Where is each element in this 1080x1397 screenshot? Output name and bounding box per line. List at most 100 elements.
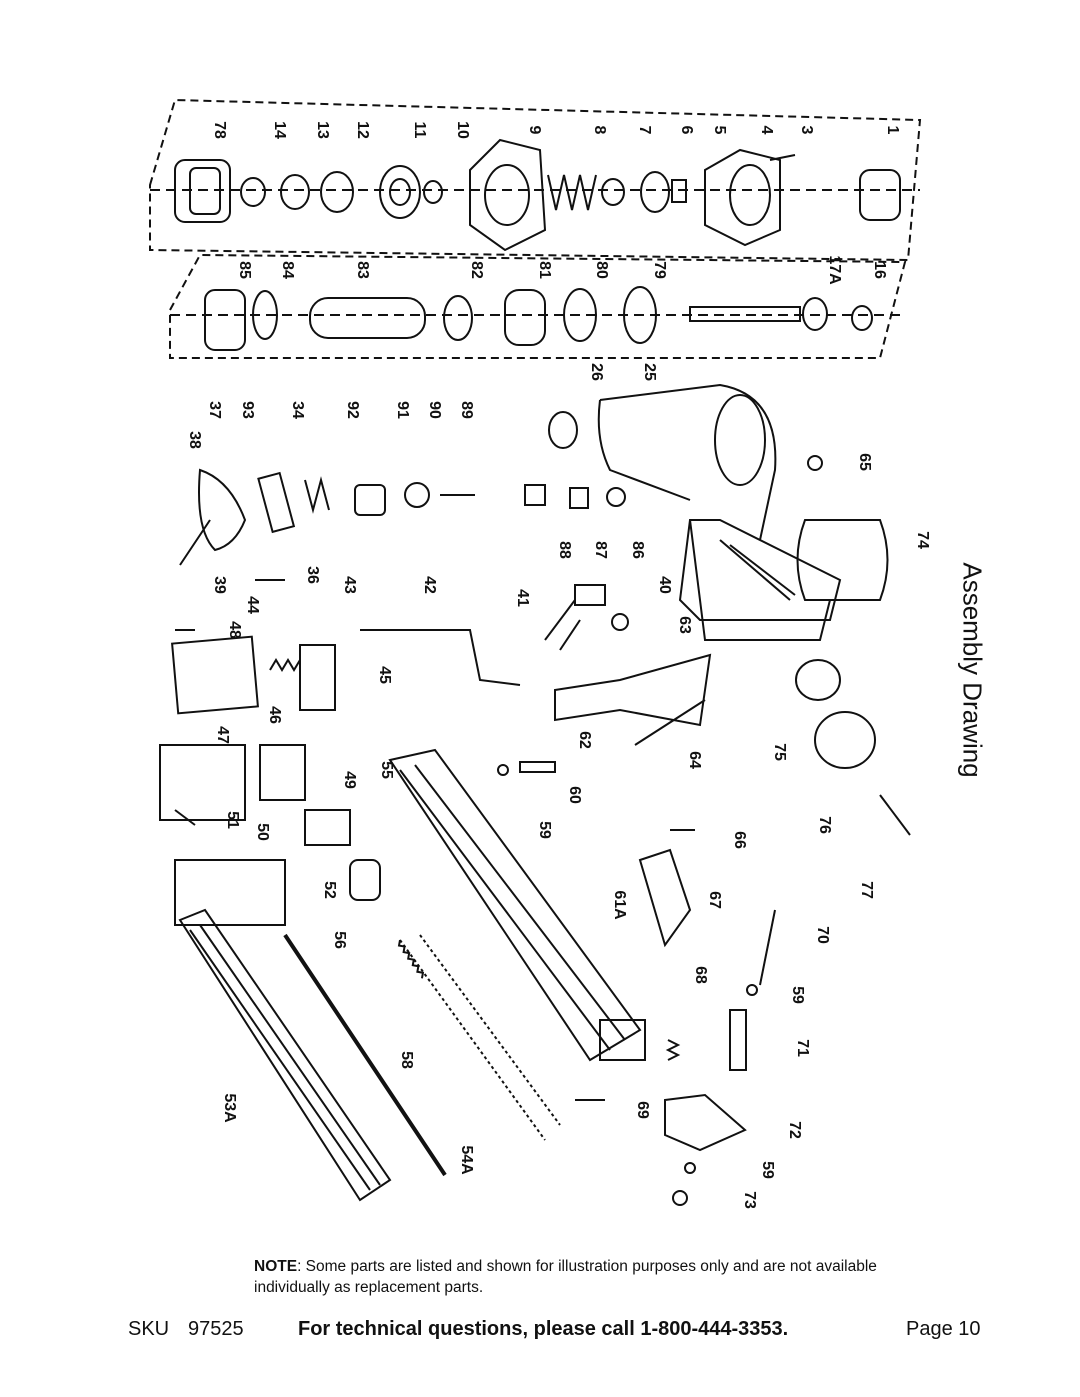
part-70-shape	[759, 909, 776, 986]
part-26-shape	[548, 411, 578, 449]
sku-label: SKU	[128, 1318, 170, 1340]
part-72-shape	[664, 1093, 747, 1152]
part-41-shape	[544, 599, 576, 641]
part-label-73: 73	[741, 1191, 758, 1209]
part-label-83: 83	[354, 261, 371, 279]
part-39-shape	[179, 519, 211, 566]
part-label-81: 81	[536, 261, 553, 279]
part-69-block	[599, 1019, 646, 1061]
part-label-75: 75	[771, 743, 788, 761]
part-64-shape	[634, 699, 706, 746]
part-75-shape	[795, 659, 841, 701]
part-label-26: 26	[588, 363, 605, 381]
part-label-25: 25	[641, 363, 658, 381]
part-label-41: 41	[514, 589, 531, 607]
part-60-shape	[519, 761, 556, 773]
part-label-36: 36	[304, 566, 321, 584]
part-81-shape	[504, 289, 546, 346]
part-label-16: 16	[871, 261, 888, 279]
part-88-shape	[524, 484, 546, 506]
part-6-shape	[640, 171, 670, 213]
part-label-85: 85	[236, 261, 253, 279]
part-59c-shape	[684, 1162, 696, 1174]
part-label-65: 65	[856, 453, 873, 471]
part-label-5: 5	[711, 126, 728, 135]
part-84-shape	[252, 290, 278, 340]
part-label-62: 62	[576, 731, 593, 749]
part-label-8: 8	[591, 126, 608, 135]
part-label-79: 79	[651, 261, 668, 279]
part-4-shape	[704, 148, 781, 247]
part-label-67: 67	[706, 891, 723, 909]
part-93-shape	[257, 471, 296, 534]
part-49-shape	[259, 744, 306, 801]
part-label-88: 88	[556, 541, 573, 559]
part-73-shape	[672, 1190, 688, 1206]
part-10-shape	[423, 180, 443, 204]
part-label-53A: 53A	[221, 1093, 238, 1123]
part-label-78: 78	[211, 121, 228, 139]
part-label-47: 47	[214, 726, 231, 744]
part-56-shape	[349, 859, 381, 901]
part-label-74: 74	[914, 531, 931, 549]
part-label-86: 86	[629, 541, 646, 559]
sku-number: 97525	[188, 1318, 244, 1340]
part-label-40: 40	[656, 576, 673, 594]
part-label-93: 93	[239, 401, 256, 419]
part-25-body	[599, 383, 842, 621]
part-label-43: 43	[341, 576, 358, 594]
part-5-shape	[671, 179, 687, 203]
part-55-shape	[304, 809, 351, 846]
part-label-51: 51	[224, 811, 241, 829]
part-label-68: 68	[692, 966, 709, 984]
part-3-shape	[769, 154, 796, 161]
part-40-shape	[574, 584, 606, 606]
part-61A-shape	[388, 748, 642, 1062]
part-label-60: 60	[566, 786, 583, 804]
part-label-92: 92	[344, 401, 361, 419]
note-lead: NOTE	[254, 1258, 298, 1275]
part-7-shape	[601, 178, 625, 206]
part-38-shape	[198, 468, 247, 552]
part-label-9: 9	[526, 126, 543, 135]
part-label-66: 66	[731, 831, 748, 849]
part-label-4: 4	[758, 126, 775, 135]
part-label-76: 76	[816, 816, 833, 834]
part-68-shape	[665, 1039, 681, 1061]
part-label-64: 64	[686, 751, 703, 769]
part-label-70: 70	[814, 926, 831, 944]
part-label-69: 69	[634, 1101, 651, 1119]
part-46-shape	[269, 658, 301, 672]
part-83-shape	[309, 297, 426, 339]
part-label-84: 84	[279, 261, 296, 279]
part-label-59: 59	[536, 821, 553, 839]
note-text: NOTE: Some parts are listed and shown fo…	[254, 1256, 894, 1298]
part-label-55: 55	[378, 761, 395, 779]
part-label-56: 56	[331, 931, 348, 949]
part-71-shape	[729, 1009, 747, 1071]
part-63-shape	[611, 613, 629, 631]
part-label-89: 89	[458, 401, 475, 419]
part-78-shape	[174, 159, 231, 223]
part-67-shape	[638, 848, 692, 948]
part-label-48: 48	[226, 621, 243, 639]
part-17A-shaft	[689, 306, 801, 322]
part-17A-shape	[802, 297, 828, 331]
part-label-42: 42	[421, 576, 438, 594]
page-title: Assembly Drawing	[957, 562, 988, 778]
part-label-17A: 17A	[826, 255, 843, 285]
part-label-72: 72	[786, 1121, 803, 1139]
part-59b-shape	[746, 984, 758, 996]
part-80-shape	[563, 288, 597, 342]
part-label-46: 46	[266, 706, 283, 724]
part-65-shape	[807, 455, 823, 471]
part-14-shape	[240, 177, 266, 207]
part-label-82: 82	[468, 261, 485, 279]
part-label-49: 49	[341, 771, 358, 789]
part-59-shape	[497, 764, 509, 776]
part-label-3: 3	[798, 126, 815, 135]
part-label-54A: 54A	[458, 1145, 475, 1175]
middle-group-outline	[169, 253, 907, 359]
part-label-37: 37	[206, 401, 223, 419]
part-16-shape	[851, 305, 873, 331]
